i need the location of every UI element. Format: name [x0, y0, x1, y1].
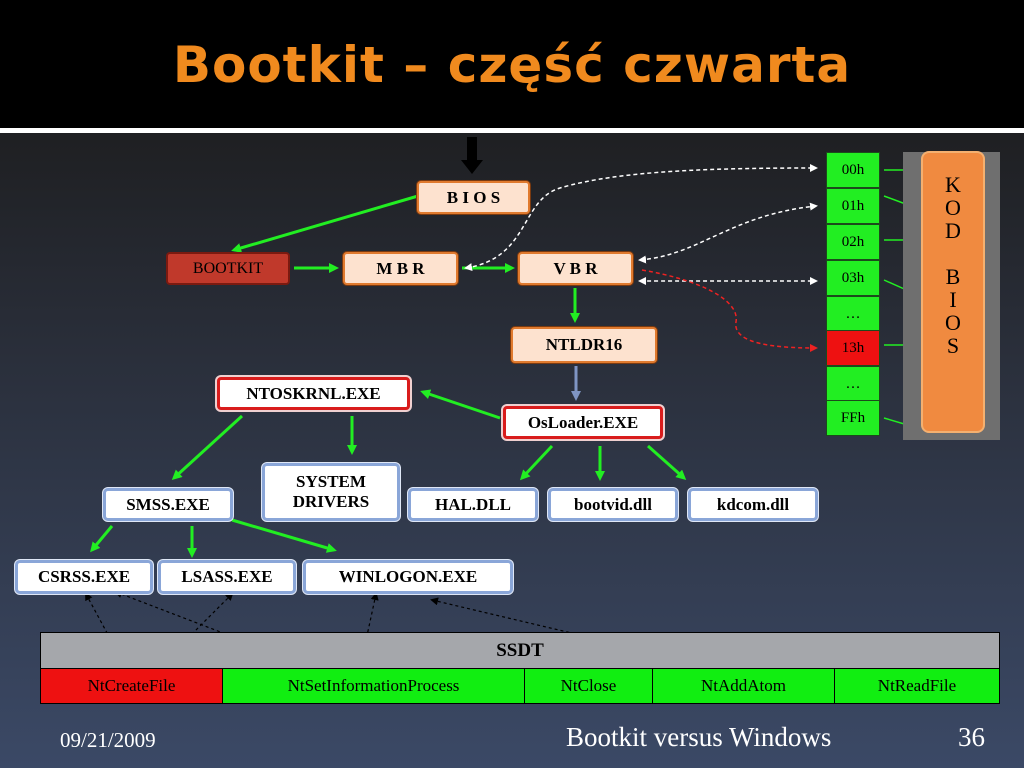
ivt-cell-01h: 01h: [826, 188, 880, 224]
ssdt-header: SSDT: [41, 633, 999, 669]
ivt-cell-03h: 03h: [826, 260, 880, 296]
system-drivers-line1: SYSTEM: [296, 472, 366, 491]
vbr-box: V B R: [518, 252, 633, 285]
bios-code-letter: B: [945, 264, 961, 289]
ssdt-entry-ntclose: NtClose: [525, 669, 653, 703]
bios-code-letter: K: [945, 172, 961, 197]
bios-code-box: K O D B I O S: [921, 151, 985, 433]
kdcom-dll-box: kdcom.dll: [688, 488, 818, 521]
lsass-box: LSASS.EXE: [158, 560, 296, 594]
ivt-cell-ffh: FFh: [826, 400, 880, 436]
ntldr16-box: NTLDR16: [511, 327, 657, 363]
bios-code-letter: I: [949, 287, 957, 312]
system-drivers-box: SYSTEM DRIVERS: [262, 463, 400, 521]
ivt-cell-13h: 13h: [826, 330, 880, 366]
bios-code-letter: O: [945, 310, 961, 335]
osloader-box: OsLoader.EXE: [503, 406, 663, 439]
ivt-pointer-links: [464, 164, 818, 285]
ivt-cell-ellipsis-2: …: [826, 366, 880, 402]
winlogon-box: WINLOGON.EXE: [303, 560, 513, 594]
bios-code-letter: S: [946, 333, 960, 358]
power-on-arrow: [461, 137, 483, 174]
ssdt-entry-ntreadfile: NtReadFile: [835, 669, 999, 703]
bios-code-letter: D: [945, 218, 961, 243]
mbr-box: M B R: [343, 252, 458, 285]
footer-title: Bootkit versus Windows: [566, 722, 832, 752]
ssdt-entry-ntaddatom: NtAddAtom: [653, 669, 835, 703]
system-drivers-line2: DRIVERS: [292, 492, 370, 511]
footer-date: 09/21/2009: [60, 728, 156, 752]
slide-title: Bootkit – część czwarta: [172, 36, 852, 94]
smss-box: SMSS.EXE: [103, 488, 233, 521]
csrss-box: CSRSS.EXE: [15, 560, 153, 594]
ivt-cell-00h: 00h: [826, 152, 880, 188]
bios-code-letter: O: [945, 195, 961, 220]
int13h-hook-link: [641, 269, 818, 352]
ssdt-table: SSDT NtCreateFile NtSetInformationProces…: [40, 632, 1000, 704]
bootvid-dll-box: bootvid.dll: [548, 488, 678, 521]
title-underline: [0, 128, 1024, 133]
title-bar: [0, 0, 1024, 128]
ssdt-entry-ntsetinformationprocess: NtSetInformationProcess: [223, 669, 525, 703]
ntoskrnl-box: NTOSKRNL.EXE: [217, 377, 410, 410]
page-number: 36: [958, 722, 985, 752]
ssdt-entry-ntcreatefile: NtCreateFile: [41, 669, 223, 703]
ivt-cell-ellipsis-1: …: [826, 296, 880, 332]
bootkit-box: BOOTKIT: [166, 252, 290, 285]
hal-dll-box: HAL.DLL: [408, 488, 538, 521]
bios-box: B I O S: [417, 181, 530, 214]
ivt-cell-02h: 02h: [826, 224, 880, 260]
